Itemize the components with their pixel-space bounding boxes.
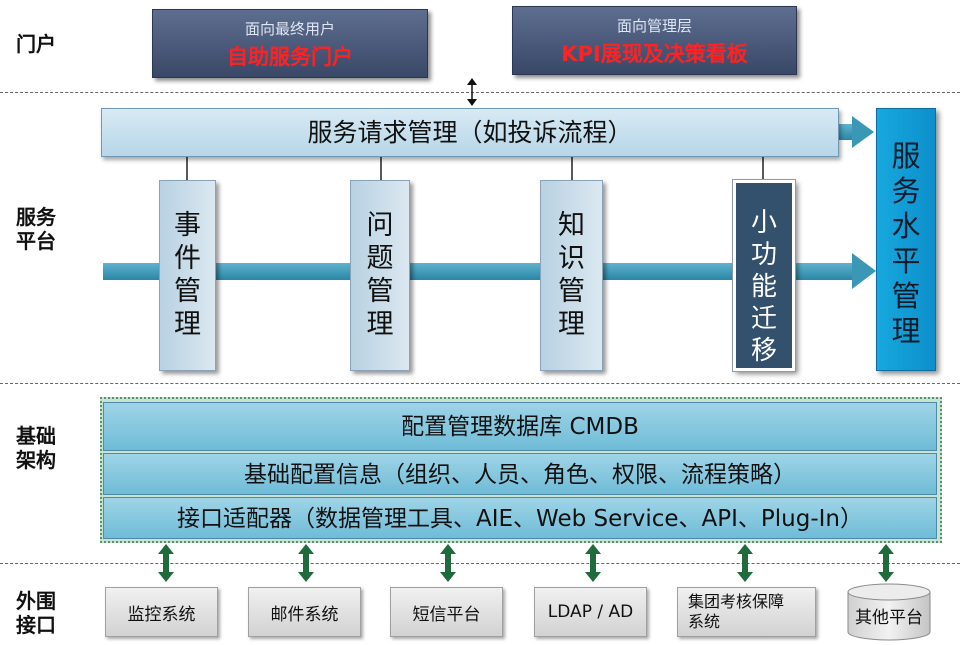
external-system-sms: 短信平台 — [390, 587, 503, 637]
adapter-bar: 接口适配器（数据管理工具、AIE、Web Service、API、Plug-In… — [103, 497, 937, 539]
layer-label-portal: 门户 — [16, 32, 56, 56]
external-system-other: 其他平台 — [855, 608, 923, 628]
layer-label-external: 外围 接口 — [16, 589, 56, 637]
external-system-monitoring: 监控系统 — [105, 587, 218, 637]
double-arrow-icon — [440, 544, 456, 582]
service-request-bar: 服务请求管理（如投诉流程） — [101, 108, 839, 157]
double-arrow-icon — [467, 78, 477, 106]
interface-arrows — [158, 544, 894, 582]
divider-portal — [0, 92, 960, 93]
portal-management-title: KPI展现及决策看板 — [561, 42, 748, 66]
layer-label-infrastructure: 基础 架构 — [16, 424, 56, 472]
double-arrow-icon — [585, 544, 601, 582]
portal-end-user-subtitle: 面向最终用户 — [244, 20, 335, 38]
database-cylinder-icon: 其他平台 — [846, 583, 932, 641]
module-knowledge: 知 识 管 理 — [540, 180, 603, 371]
portal-end-user-title: 自助服务门户 — [227, 45, 353, 69]
layer-label-service-platform: 服务 平台 — [16, 205, 56, 253]
module-small-function-migration: 小 功 能 迁 移 — [732, 179, 796, 372]
external-system-mail: 邮件系统 — [248, 587, 361, 637]
divider-infra — [0, 563, 960, 564]
double-arrow-icon — [298, 544, 314, 582]
divider-service — [0, 383, 960, 384]
double-arrow-icon — [737, 544, 753, 582]
external-system-ldap: LDAP / AD — [534, 587, 647, 637]
portal-management-subtitle: 面向管理层 — [616, 17, 692, 35]
right-arrow-icon — [838, 116, 874, 148]
portal-end-user: 面向最终用户 自助服务门户 — [152, 9, 428, 78]
cylinder-shape — [847, 583, 931, 641]
portal-management: 面向管理层 KPI展现及决策看板 — [512, 6, 797, 75]
cmdb-bar: 配置管理数据库 CMDB — [103, 402, 937, 451]
module-incident: 事 件 管 理 — [159, 180, 216, 371]
external-system-group-assessment: 集团考核保障 系统 — [677, 587, 816, 637]
right-arrow-icon — [103, 253, 876, 289]
double-arrow-icon — [878, 544, 894, 582]
service-level-management: 服 务 水 平 管 理 — [876, 108, 936, 371]
base-config-bar: 基础配置信息（组织、人员、角色、权限、流程策略） — [103, 453, 937, 495]
double-arrow-icon — [158, 544, 174, 582]
module-problem: 问 题 管 理 — [350, 180, 410, 371]
